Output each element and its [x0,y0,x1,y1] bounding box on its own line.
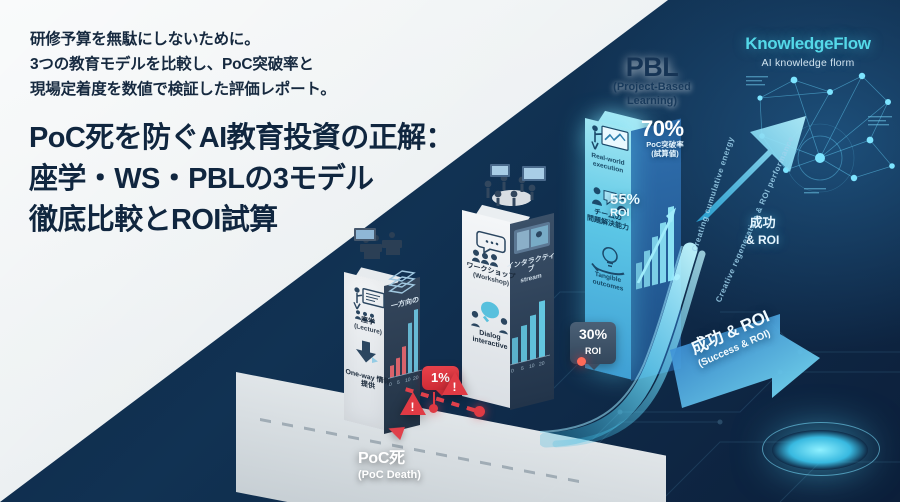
success-flow-ribbon [540,242,706,448]
svg-text:0: 0 [389,382,392,389]
lightbulb-hand-icon [591,247,625,276]
junction-node-dot [474,406,485,417]
workshop-scene-icon [484,164,546,206]
page-title: PoC死を防ぐAI教育投資の正解： 座学・WS・PBLの3モデル 徹底比較とRO… [29,118,549,242]
handshake-icon [471,301,508,335]
svg-text:10: 10 [405,377,411,384]
team-collaboration-icon [592,187,627,213]
books-stack-icon [388,270,416,294]
growth-arrow-icon [696,116,806,222]
whiteboard-presentation-icon [591,125,629,151]
speech-bubble-icon [472,230,506,268]
classroom-scene-icon [354,228,402,259]
pbl-roi-stat: 55% ROI [610,191,641,219]
presenter-icon [353,287,385,324]
warning-exclamation: ! [410,400,415,414]
down-arrow-icon [354,340,378,363]
workshop-node-dot [577,357,586,366]
warning-exclamation: ! [452,380,457,394]
pbl-rate-value: 70% [641,116,684,141]
lead-paragraph: 研修予算を無駄にしないために。 3つの教育モデルを比較し、PoC突破率と 現場定… [30,27,450,102]
headline-line-2: 座学・WS・PBLの3モデル [29,163,374,196]
warning-triangle-icon [442,372,468,395]
poc-death-label: PoC死 (PoC Death) [358,450,421,481]
pbl-subtitle: (Project-Based Learning) [613,81,691,108]
pbl-rate-label: PoC突破率 (試算値) [646,140,684,159]
svg-text:20: 20 [413,375,419,382]
success-banner-arrow [670,314,820,408]
hologram-plinth-icon [772,430,868,470]
pbl-title: PBL [625,52,679,82]
lecture-node-dot [429,404,438,413]
column-pbl-bar-chart [636,206,680,290]
svg-text:5: 5 [521,366,524,373]
lead-line-1: 研修予算を無駄にしないために。 [30,31,260,48]
headline-line-3: 徹底比較とROI試算 [29,204,278,237]
dashboard-screen-icon [514,221,550,255]
headline-line-1: PoC死を防ぐAI教育投資の正解： [29,122,454,154]
lead-line-2: 3つの教育モデルを比較し、PoC突破率と [30,56,314,74]
success-label: 成功 & ROI [746,215,780,247]
svg-text:0: 0 [511,368,514,375]
svg-text:20: 20 [539,360,545,367]
lead-line-3: 現場定着度を数値で検証した評価レポート。 [30,81,336,99]
hologram-ring [762,422,880,476]
svg-text:10: 10 [529,363,535,370]
svg-text:5: 5 [397,380,400,387]
warning-triangle-icon [400,392,426,415]
knowledge-network-icon [746,72,895,194]
